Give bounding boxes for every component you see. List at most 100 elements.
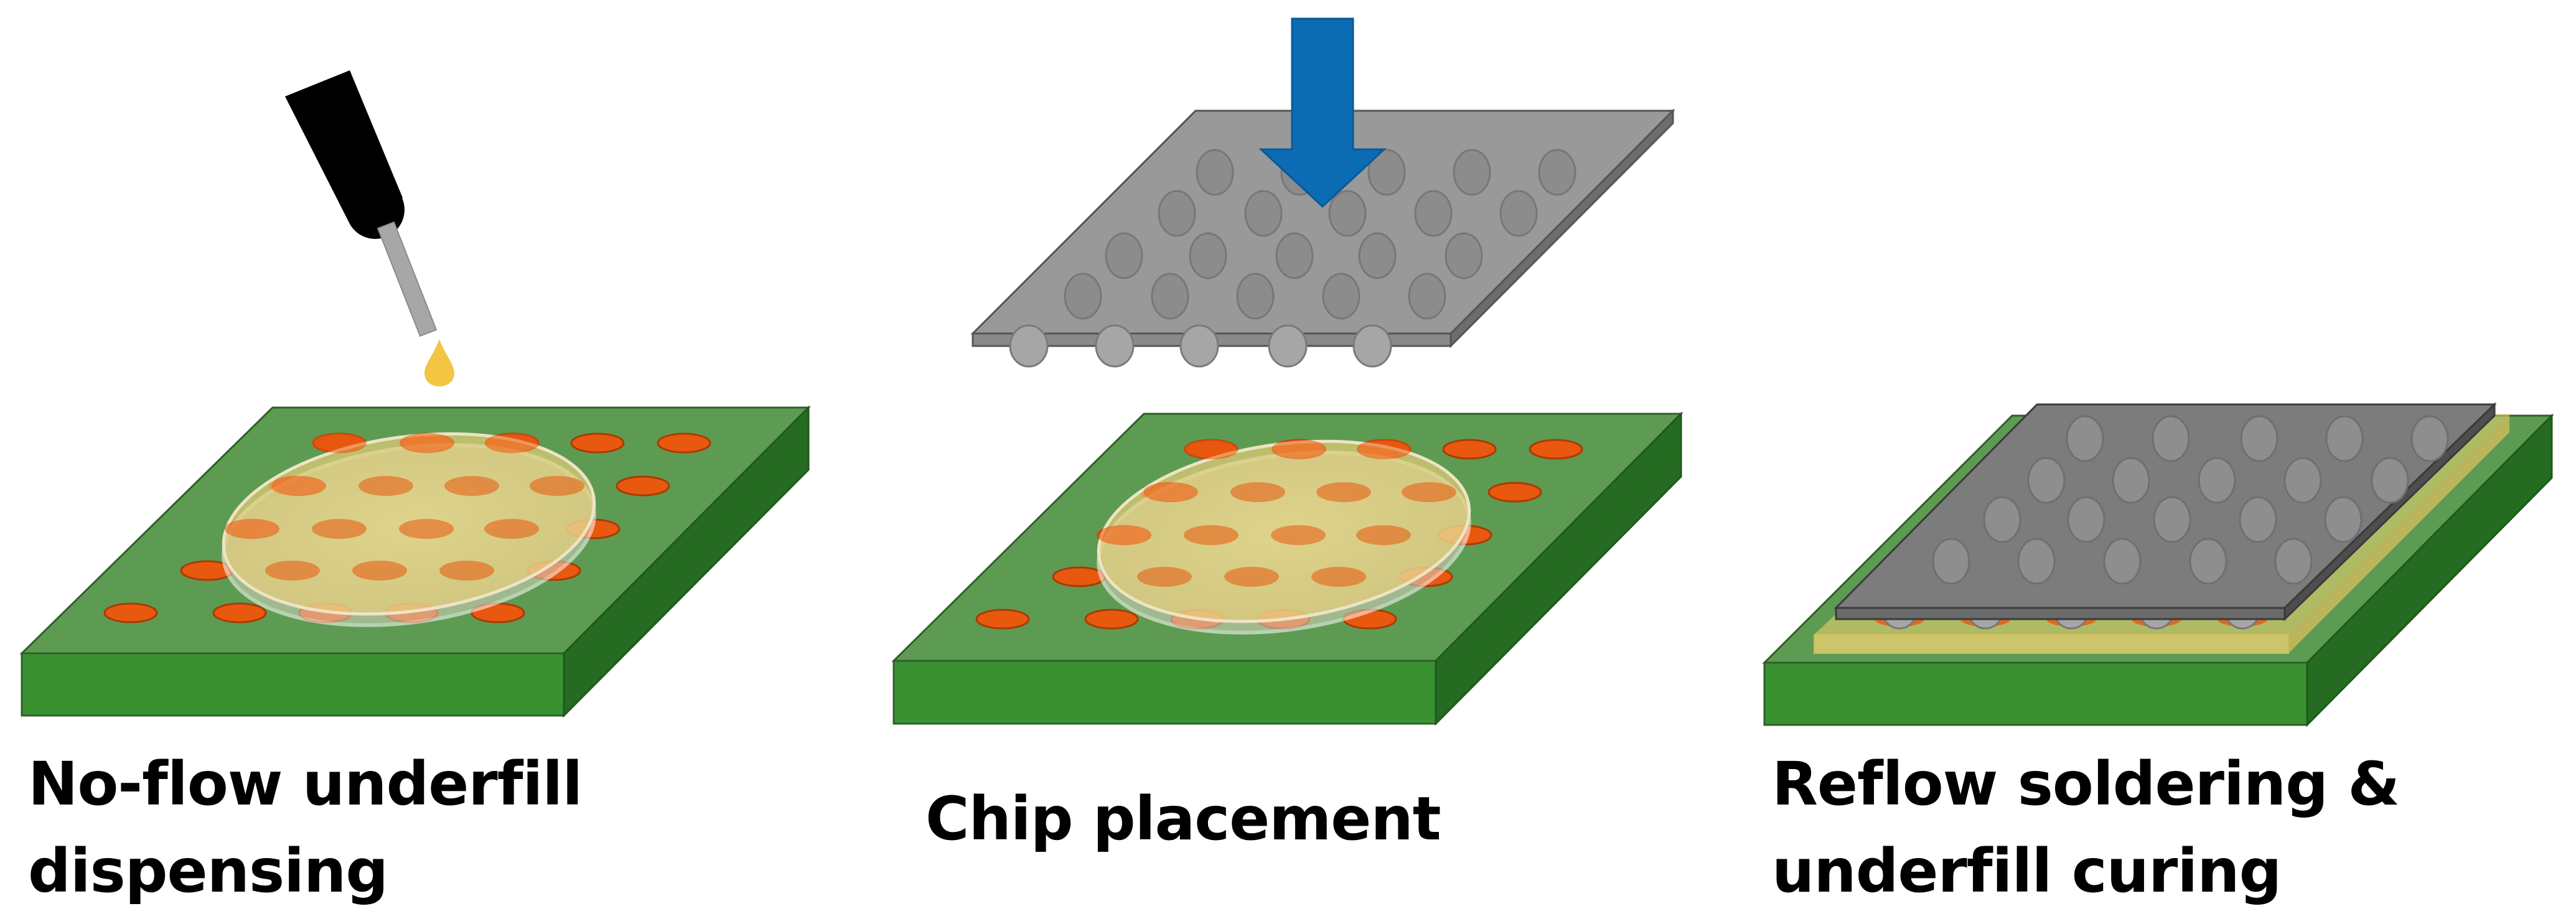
solder-pad — [1084, 609, 1139, 630]
solder-bump-outline — [1453, 149, 1491, 196]
solder-bump-outline — [1414, 190, 1453, 237]
chip-front — [1835, 607, 2286, 620]
solder-bump-outline — [1358, 232, 1397, 279]
solder-bump-outline — [1499, 190, 1538, 237]
solder-bump — [1009, 324, 1049, 368]
solder-bump-outline — [2103, 538, 2142, 585]
solder-pad-under-underfill — [1143, 482, 1198, 502]
solder-bump-outline — [1328, 190, 1367, 237]
solder-pad-under-underfill — [1184, 439, 1239, 459]
solder-bump-outline — [2152, 415, 2190, 462]
solder-pad-under-underfill — [1357, 439, 1412, 459]
solder-pad-under-underfill — [1184, 525, 1239, 545]
flip-chip-die — [970, 108, 1675, 368]
solder-pad — [103, 602, 158, 623]
solder-pad-under-underfill — [312, 433, 367, 453]
solder-pad — [1442, 439, 1497, 460]
substrate-front — [1763, 661, 2308, 726]
solder-pad-under-underfill — [1097, 525, 1151, 545]
solder-bump-outline — [1236, 273, 1275, 320]
substrate-front — [21, 652, 565, 717]
solder-bump-outline — [1064, 273, 1102, 320]
solder-bump-outline — [1322, 273, 1361, 320]
substrate-side — [563, 405, 810, 718]
down-arrow-icon — [1258, 17, 1387, 208]
solder-pad-under-underfill — [1272, 439, 1326, 459]
solder-bump-outline — [2189, 538, 2227, 585]
solder-bump-outline — [2274, 538, 2313, 585]
solder-bump-outline — [1158, 190, 1196, 237]
step-3-caption: Reflow soldering & underfill curing — [1772, 740, 2400, 915]
no-flow-underfill-blob — [222, 432, 596, 627]
solder-pad — [616, 475, 670, 497]
substrate-front — [892, 660, 1437, 725]
solder-bump-outline — [2153, 496, 2191, 543]
step-1-caption: No-flow underfill dispensing — [28, 740, 583, 915]
solder-bump-outline — [2240, 415, 2279, 462]
solder-pad-under-underfill — [1316, 482, 1371, 502]
step-2-caption: Chip placement — [925, 775, 1441, 862]
substrate-side — [2306, 413, 2553, 727]
solder-pad — [975, 609, 1030, 630]
solder-bumps-through-chip-3 — [1932, 415, 2449, 585]
solder-bump-outline — [2027, 457, 2066, 504]
solder-pad-under-underfill — [1402, 482, 1456, 502]
solder-bump-outline — [2239, 496, 2277, 543]
solder-pads-under-underfill-2 — [1097, 439, 1456, 587]
solder-bump-outline — [1275, 232, 1314, 279]
dispenser-icon — [285, 70, 438, 337]
solder-pad-under-underfill — [265, 561, 320, 581]
solder-bump — [1179, 324, 1219, 368]
solder-bump-outline — [1189, 232, 1227, 279]
solder-bump-outline — [1151, 273, 1189, 320]
solder-pad-under-underfill — [1356, 525, 1411, 545]
solder-pad-under-underfill — [444, 476, 499, 496]
solder-pad-under-underfill — [1224, 567, 1279, 587]
solder-bump-outline — [2017, 538, 2056, 585]
solder-pad-under-underfill — [352, 561, 407, 581]
solder-bump-outline — [2112, 457, 2150, 504]
solder-pad-under-underfill — [1137, 567, 1192, 587]
step-3-caption-line-2: underfill curing — [1772, 836, 2282, 906]
solder-bump-outline — [2324, 496, 2363, 543]
chip-side — [1450, 108, 1674, 348]
solder-bump-outline — [2283, 457, 2322, 504]
solder-pad-under-underfill — [530, 476, 584, 496]
solder-bump-outline — [1932, 538, 1970, 585]
solder-pad-under-underfill — [225, 519, 279, 539]
step-1-caption-line-1: No-flow underfill — [28, 749, 583, 819]
reflowed-chip — [1834, 402, 2497, 630]
step-1-caption-line-2: dispensing — [28, 836, 388, 906]
solder-pad-under-underfill — [400, 433, 454, 453]
solder-bump — [1268, 324, 1308, 368]
solder-bump-outline — [2066, 415, 2104, 462]
solder-pad — [570, 432, 625, 454]
solder-pads-under-underfill-1 — [225, 433, 584, 581]
solder-bump-outline — [1538, 149, 1576, 196]
solder-pad — [1487, 482, 1542, 503]
solder-bump — [1095, 324, 1135, 368]
solder-pad-under-underfill — [484, 519, 539, 539]
solder-pad-under-underfill — [1271, 525, 1326, 545]
solder-pad-under-underfill — [439, 561, 494, 581]
underfill-droplet-icon — [424, 339, 454, 386]
solder-pad-under-underfill — [312, 519, 367, 539]
solder-bumps — [1009, 324, 1392, 368]
solder-pad — [1529, 439, 1583, 460]
solder-bump-outline — [1105, 232, 1143, 279]
solder-bumps-through-chip — [1064, 149, 1576, 320]
solder-bump — [1352, 324, 1392, 368]
solder-bump-outline — [1445, 232, 1483, 279]
solder-bump-outline — [2198, 457, 2236, 504]
substrate-side — [1435, 411, 1682, 726]
solder-pad — [657, 432, 711, 454]
solder-pad-under-underfill — [358, 476, 413, 496]
solder-pad-under-underfill — [485, 433, 540, 453]
solder-bump-outline — [1367, 149, 1406, 196]
solder-bump-outline — [2410, 415, 2449, 462]
solder-bump-outline — [1196, 149, 1234, 196]
no-flow-underfill-blob-2 — [1097, 439, 1471, 635]
solder-bump-outline — [2067, 496, 2105, 543]
solder-bump-outline — [1983, 496, 2021, 543]
